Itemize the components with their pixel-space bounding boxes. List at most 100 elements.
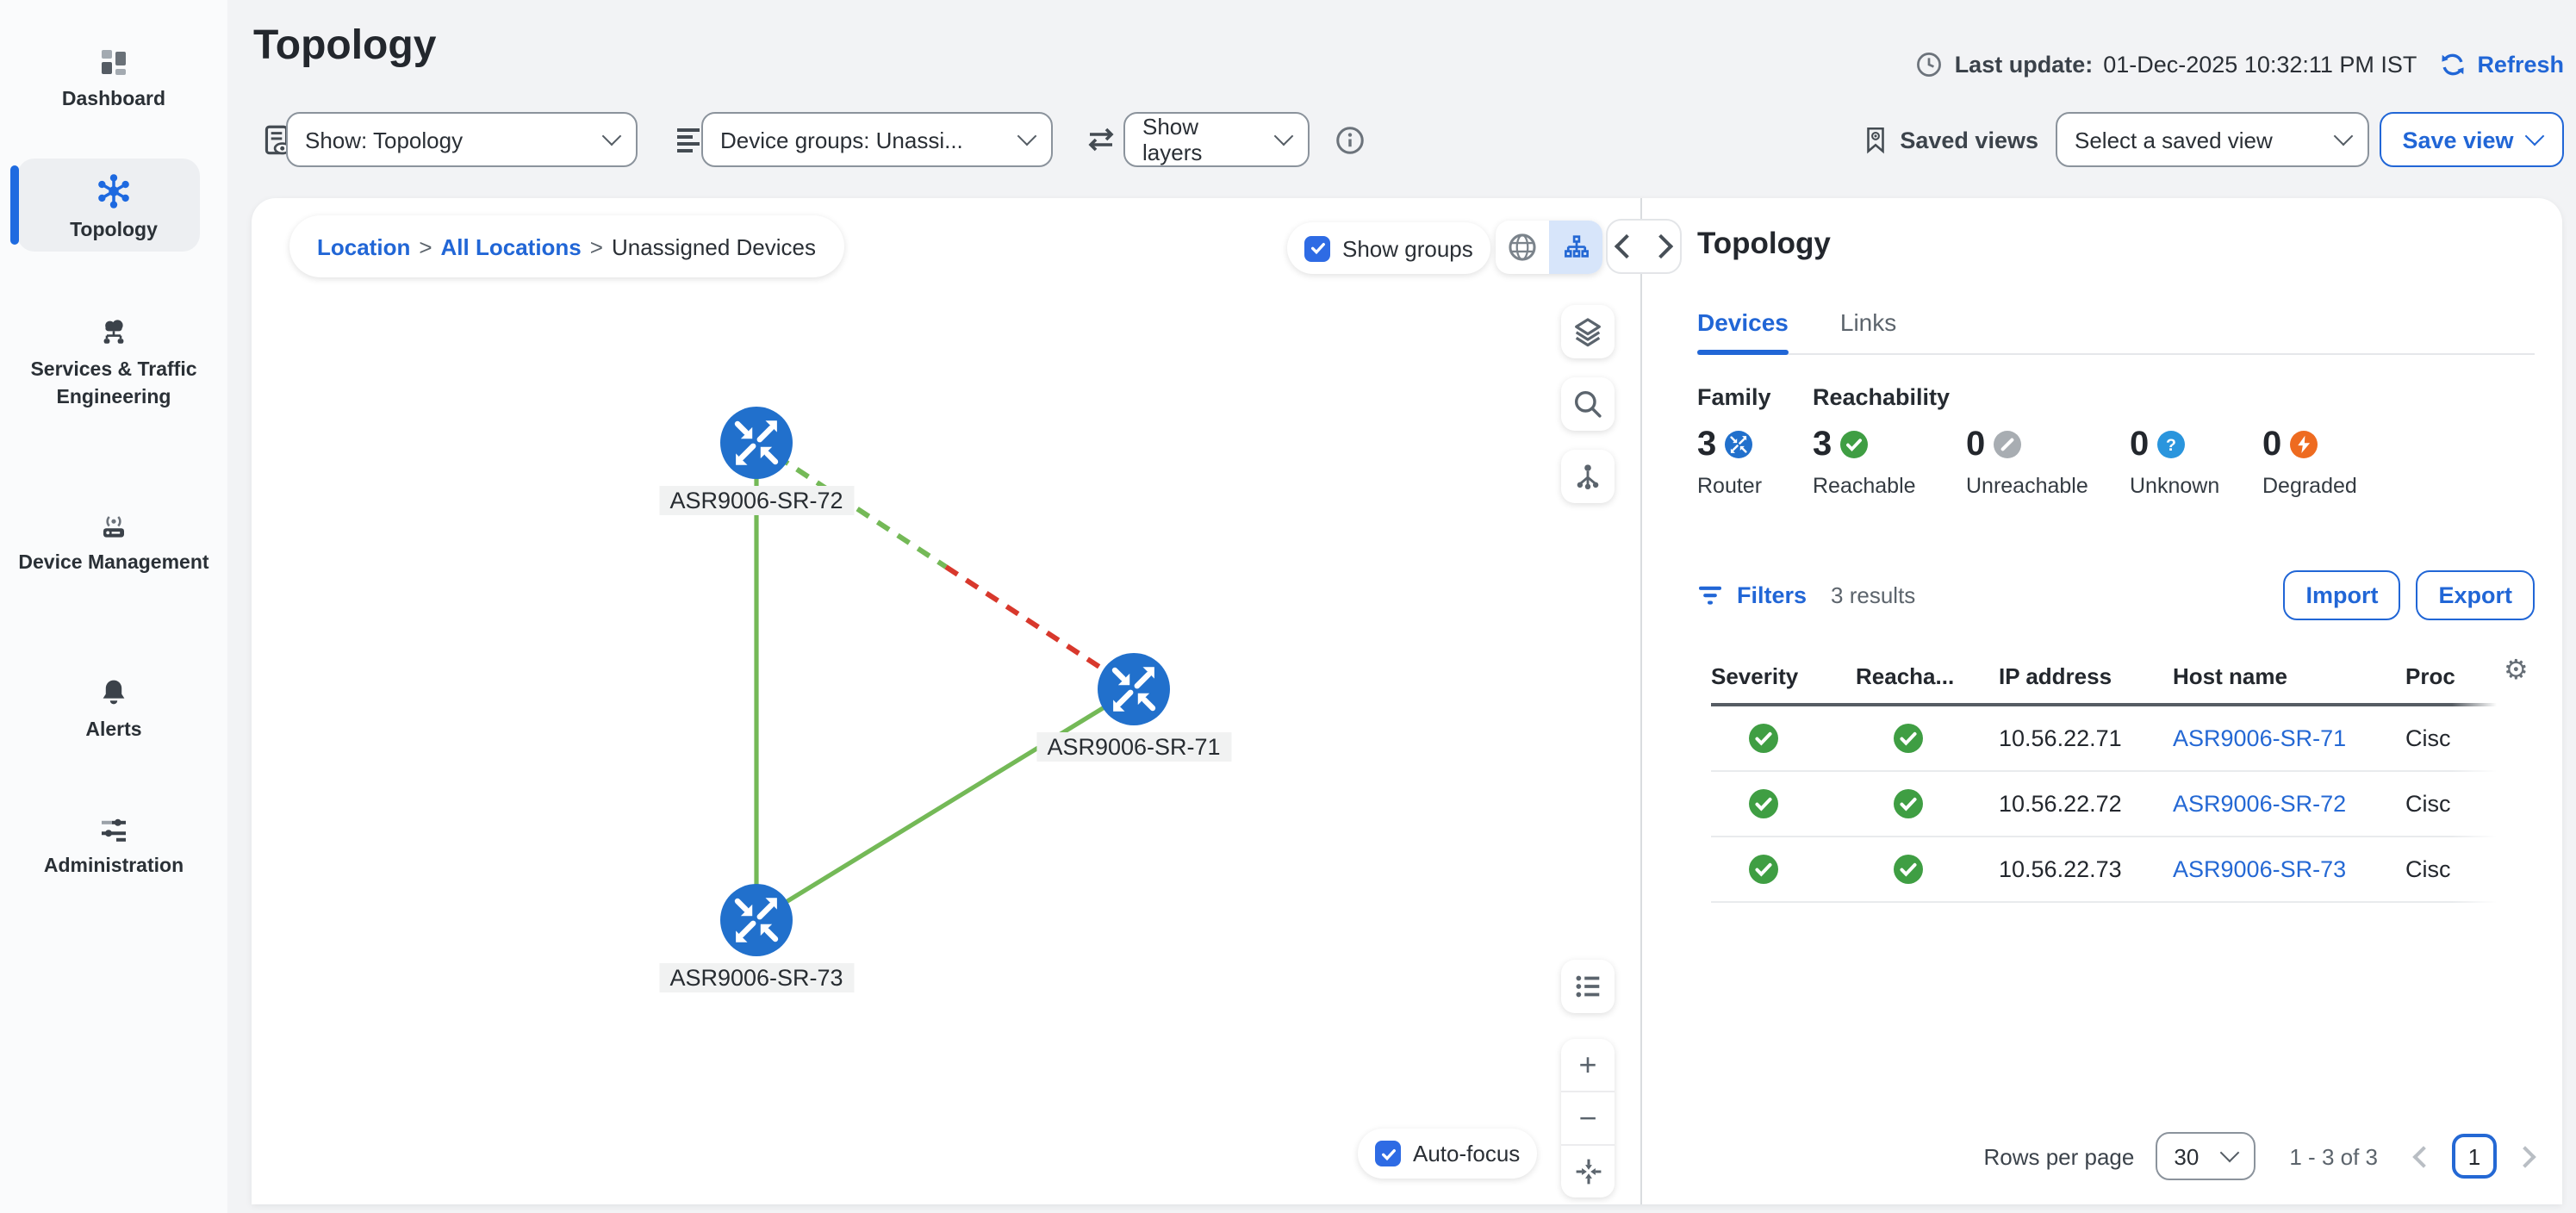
device-node[interactable] [1098,653,1170,725]
show-groups-checkbox[interactable] [1304,235,1330,261]
center-focus-icon [1575,1159,1601,1185]
auto-focus-label: Auto-focus [1413,1141,1521,1166]
sidebar-item-label: Device Management [18,553,209,574]
node-label[interactable]: ASR9006-SR-72 [659,486,854,515]
table-row[interactable]: 10.56.22.71 ASR9006-SR-71 Cisc [1711,706,2542,772]
col-host-name[interactable]: Host name [2173,663,2287,689]
zoom-in-button[interactable]: + [1578,1047,1597,1081]
sidebar-item-device-management[interactable]: Device Management [10,508,217,578]
sidebar-item-administration[interactable]: Administration [10,812,217,881]
node-label[interactable]: ASR9006-SR-71 [1036,732,1231,762]
unknown-count: 0 [2130,425,2150,463]
device-node[interactable] [720,884,793,956]
device-groups-select[interactable]: Device groups: Unassi... [701,112,1053,167]
unreachable-caption: Unreachable [1966,474,2088,498]
auto-focus-control: Auto-focus [1358,1129,1538,1179]
info-icon[interactable] [1334,112,1366,167]
geo-map-toggle[interactable] [1496,221,1549,274]
tab-links[interactable]: Links [1839,308,1897,336]
tab-devices[interactable]: Devices [1697,308,1789,355]
cell-ip: 10.56.22.72 [1999,791,2122,817]
auto-focus-checkbox[interactable] [1375,1141,1401,1166]
breadcrumb-location[interactable]: Location [317,233,411,259]
sidebar-item-label: Services & Traffic Engineering [30,360,197,408]
col-ip-address[interactable]: IP address [1999,663,2112,689]
show-select[interactable]: Show: Topology [286,112,638,167]
degraded-caption: Degraded [2262,474,2357,498]
collapse-left-icon[interactable] [1614,233,1640,259]
chevron-down-icon [2333,126,2354,146]
col-severity[interactable]: Severity [1711,663,1799,689]
clock-icon [1915,50,1944,79]
current-page-box[interactable]: 1 [2452,1134,2497,1179]
router-icon [734,420,779,465]
panel-tabs: Devices Links [1697,308,2535,355]
sidebar-item-label: Topology [70,221,158,241]
col-reachability[interactable]: Reacha... [1856,663,1955,689]
spider-view-button[interactable] [1561,450,1615,503]
device-node[interactable] [720,407,793,479]
panel-title: Topology [1697,226,1831,260]
filters-button[interactable]: Filters [1737,582,1808,607]
swap-icon[interactable] [1084,112,1118,167]
device-stats: Family Reachability 3 3 [1697,384,2400,498]
search-button[interactable] [1561,377,1615,431]
chevron-down-icon [1273,126,1294,146]
legend-list-button[interactable] [1561,960,1615,1013]
breadcrumb-separator: > [589,233,603,259]
sidebar-item-topology[interactable]: Topology [10,172,217,246]
router-caption: Router [1697,474,1763,498]
refresh-button[interactable]: Refresh [2477,52,2564,78]
layers-button[interactable] [1561,305,1615,358]
check-circle-icon [1894,789,1923,818]
cell-host-link[interactable]: ASR9006-SR-73 [2173,856,2347,882]
search-icon [1574,390,1602,418]
administration-sliders-icon [95,812,133,846]
col-product[interactable]: Proc [2405,663,2455,689]
show-layers-select-value: Show layers [1142,114,1203,165]
center-focus-button[interactable] [1561,1146,1615,1197]
router-icon [734,898,779,942]
next-page-button[interactable] [2514,1145,2536,1167]
unreachable-count: 0 [1966,425,1986,463]
cell-host-link[interactable]: ASR9006-SR-72 [2173,791,2347,817]
export-button[interactable]: Export [2416,569,2535,619]
sidebar-item-label: Dashboard [61,90,166,110]
cell-ip: 10.56.22.71 [1999,725,2122,751]
devices-table: Severity Reacha... IP address Host name … [1711,650,2542,903]
check-circle-icon [1749,724,1778,753]
rows-per-page-select[interactable]: 30 [2155,1132,2256,1180]
table-row[interactable]: 10.56.22.72 ASR9006-SR-72 Cisc [1711,772,2542,837]
breadcrumb-all-locations[interactable]: All Locations [440,233,582,259]
collapse-right-icon[interactable] [1648,233,1674,259]
saved-view-select[interactable]: Select a saved view [2056,112,2369,167]
layers-icon [1575,318,1601,347]
alerts-bell-icon [96,675,131,710]
details-panel: Topology Devices Links Family Reachabili… [1642,198,2562,1204]
hierarchy-icon [1560,232,1591,263]
import-button[interactable]: Import [2283,569,2401,619]
panel-divider [1640,198,1642,1204]
check-circle-icon [1749,789,1778,818]
sidebar-item-alerts[interactable]: Alerts [10,675,217,745]
group-list-icon[interactable] [672,112,706,167]
prev-page-button[interactable] [2412,1145,2435,1167]
cell-product: Cisc [2405,791,2451,817]
last-update-value: 01-Dec-2025 10:32:11 PM IST [2103,52,2417,78]
cell-host-link[interactable]: ASR9006-SR-71 [2173,725,2347,751]
topology-map[interactable]: ASR9006-SR-72 ASR9006-SR-71 ASR9006-SR-7… [252,198,1640,1204]
zoom-controls: + − [1561,1039,1615,1197]
node-label[interactable]: ASR9006-SR-73 [659,963,854,992]
show-layers-select[interactable]: Show layers [1123,112,1310,167]
save-view-button[interactable]: Save view [2380,112,2564,167]
logical-map-toggle[interactable] [1549,221,1602,274]
zoom-out-button[interactable]: − [1578,1100,1597,1135]
saved-views-label[interactable]: Saved views [1900,127,2038,152]
sidebar-item-dashboard[interactable]: Dashboard [10,45,217,115]
sidebar-item-services-te[interactable]: Services & Traffic Engineering [10,315,217,412]
filter-icon [1697,583,1723,606]
chevron-down-icon [601,126,622,146]
table-row[interactable]: 10.56.22.73 ASR9006-SR-73 Cisc [1711,837,2542,903]
gear-icon[interactable]: ⚙ [2504,653,2529,686]
